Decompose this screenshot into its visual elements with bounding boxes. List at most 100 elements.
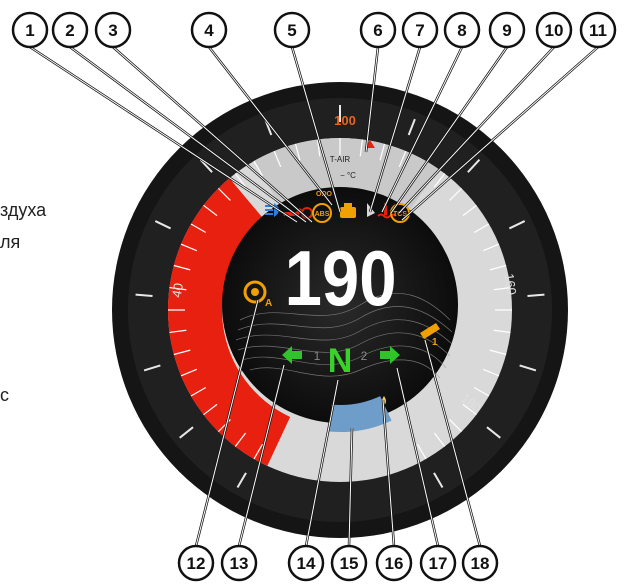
right-turn-signal-icon [380,346,400,364]
inner-tick-36 [473,386,490,397]
svg-text:1: 1 [432,337,438,348]
gear-next-number: 2 [361,349,368,363]
callout-leader-inner-2 [69,46,307,223]
callout-leader-inner-12 [195,299,259,547]
top-scale-value: 100 [334,113,356,128]
inner-tick-10 [173,264,191,271]
inner-tick-0 [253,443,264,460]
callout-leader-inner-10 [398,46,555,214]
outer-tick-8 [407,118,416,136]
callout-circle-16 [375,544,413,582]
outer-tick-5 [199,159,213,173]
outer-tick-12 [519,364,537,372]
rider-mode-icon: 1 [420,323,440,348]
callout-leader-inner-13 [238,364,285,547]
inner-tick-21 [359,139,364,157]
callout-circle-14 [287,544,325,582]
callout-number-3: 3 [108,21,117,40]
side-text-line-1: здуха [0,200,47,220]
callout-leader-inner-7 [369,46,421,213]
outer-tick-11 [527,293,545,297]
scale-label-40: 40 [169,282,186,299]
callout-leader-inner-1 [29,46,298,223]
air-temp-unit: − °C [340,171,356,180]
callout-circle-7 [401,11,439,49]
callout-leader-inner-5 [291,46,341,213]
callout-number-2: 2 [65,21,74,40]
callout-leader-inner-8 [381,46,463,213]
outer-tick-2 [143,364,161,372]
callout-circle-6 [359,11,397,49]
inner-tick-34 [489,349,507,356]
inner-tick-22 [379,143,386,161]
inner-tick-19 [316,139,321,157]
callout-number-1: 1 [25,21,34,40]
scale-label-160: 160 [502,272,520,296]
inner-tick-11 [180,243,198,252]
inner-tick-29 [482,243,500,252]
callout-leader-inner-15 [348,427,353,547]
side-text-line-2: ля [0,232,21,252]
callout-number-14: 14 [297,554,316,573]
red-zone-arc [167,178,291,466]
callout-number-8: 8 [457,21,466,40]
inner-tick-6 [173,349,191,356]
callout-leader-inner-11 [401,46,599,221]
callout-circle-12 [177,544,215,582]
outer-tick-14 [433,472,444,489]
outer-tick-13 [486,426,501,439]
callout-number-15: 15 [340,554,359,573]
inner-tick-38 [449,419,463,433]
callout-leader-inner-3 [112,46,313,223]
inner-tick-15 [234,173,247,188]
air-temp-label: T-AIR [330,155,351,164]
inner-tick-35 [482,368,500,377]
inner-tick-33 [493,329,511,334]
top-scale-arc [254,137,439,212]
inner-tick-18 [294,143,301,161]
inner-tick-31 [493,286,511,291]
fuel-gauge-arc [329,396,392,432]
outer-tick-3 [135,293,153,297]
inner-tick-7 [169,329,187,334]
callout-circle-3 [94,11,132,49]
inner-tick-30 [489,264,507,271]
callout-leader-inner-18 [424,339,481,547]
inner-tick-26 [449,187,463,201]
callout-number-17: 17 [429,554,448,573]
callout-number-4: 4 [204,21,214,40]
inner-tick-37 [462,403,477,416]
abs-icon: ABS [312,203,332,223]
svg-text:A: A [265,298,272,309]
callout-number-18: 18 [471,554,490,573]
speed-readout: 190 [285,235,397,322]
callout-number-16: 16 [385,554,404,573]
callout-number-9: 9 [502,21,511,40]
callout-circle-13 [220,544,258,582]
inner-tick-3 [203,403,218,416]
callout-leader-inner-16 [382,399,395,547]
callout-circle-1 [11,11,49,49]
side-text-line-3: с [0,385,9,405]
inner-tick-14 [217,187,231,201]
inner-tick-28 [473,223,490,234]
callout-leader-inner-17 [396,367,439,547]
riding-mode-icon: A [243,280,272,309]
callout-leader-inner-6 [365,46,379,153]
coolant-temp-icon [377,203,397,219]
inner-tick-23 [398,150,407,168]
terrain-graphic [235,293,453,379]
callout-number-5: 5 [287,21,296,40]
gear-prev-number: 1 [314,349,321,363]
outer-tick-10 [508,220,526,230]
svg-text:ABS: ABS [315,211,330,218]
callout-number-7: 7 [415,21,424,40]
inner-tick-39 [433,432,446,447]
callout-number-12: 12 [187,554,206,573]
inner-tick-5 [180,368,198,377]
callout-number-13: 13 [230,554,249,573]
callout-number-10: 10 [545,21,564,40]
callout-leader-inner-9 [390,46,508,214]
